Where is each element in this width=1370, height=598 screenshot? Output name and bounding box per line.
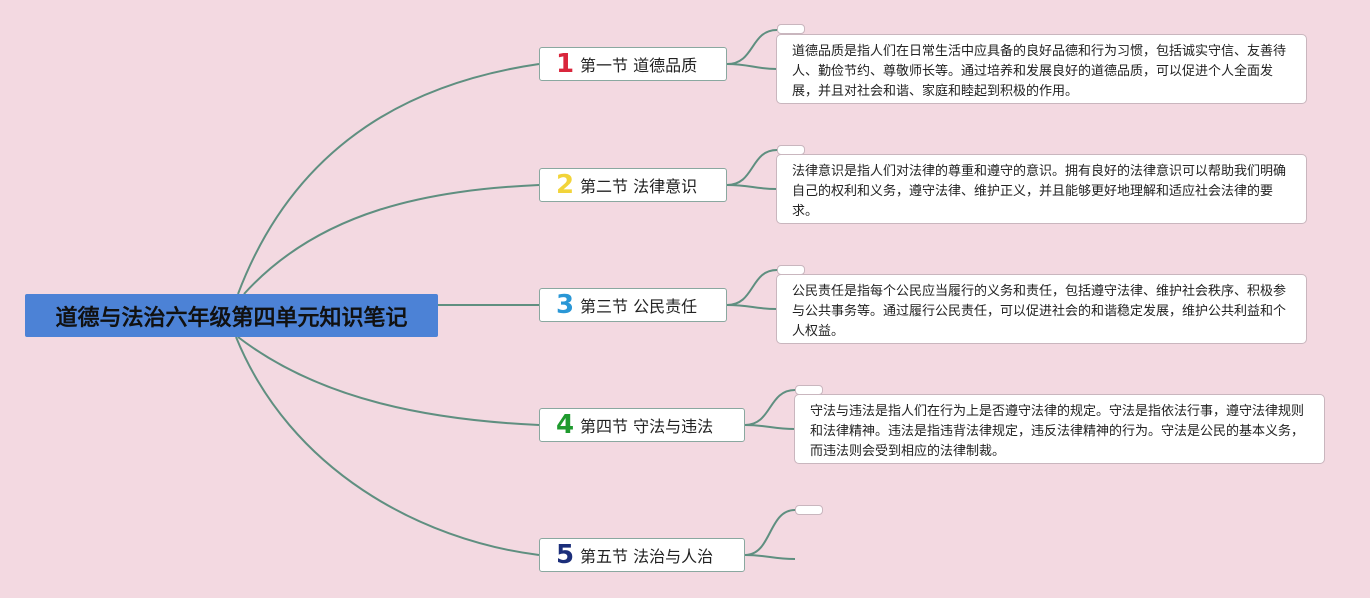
- topic-number: 4: [556, 410, 575, 440]
- root-topic[interactable]: 道德与法治六年级第四单元知识笔记: [25, 294, 438, 337]
- note-text: 法律意识是指人们对法律的尊重和遵守的意识。拥有良好的法律意识可以帮助我们明确自己…: [792, 164, 1287, 219]
- note-2[interactable]: 法律意识是指人们对法律的尊重和遵守的意识。拥有良好的法律意识可以帮助我们明确自己…: [776, 154, 1307, 224]
- note-link-4b: [744, 424, 796, 430]
- topic-number: 5: [556, 540, 575, 570]
- branch-line-2: [243, 184, 540, 295]
- topic-label: 第一节 道德品质: [580, 56, 698, 75]
- topic-number: 1: [556, 49, 575, 79]
- note-link-2b: [726, 184, 778, 190]
- note-link-1b: [726, 63, 778, 70]
- note-text: 守法与违法是指人们在行为上是否遵守法律的规定。守法是指依法行事，遵守法律规则和法…: [810, 404, 1305, 459]
- note-text: 道德品质是指人们在日常生活中应具备的良好品德和行为习惯，包括诚实守信、友善待人、…: [792, 44, 1287, 99]
- note-link-4a: [744, 389, 796, 426]
- note-link-1a: [726, 29, 778, 65]
- topic-label: 第四节 守法与违法: [580, 417, 714, 436]
- topic-3[interactable]: 3 第三节 公民责任: [539, 288, 727, 322]
- note-link-5a: [744, 509, 796, 556]
- note-4[interactable]: 守法与违法是指人们在行为上是否遵守法律的规定。守法是指依法行事，遵守法律规则和法…: [794, 394, 1325, 464]
- note-3[interactable]: 公民责任是指每个公民应当履行的义务和责任，包括遵守法律、维护社会秩序、积极参与公…: [776, 274, 1307, 344]
- topic-1[interactable]: 1 第一节 道德品质: [539, 47, 727, 81]
- topic-label: 第三节 公民责任: [580, 297, 698, 316]
- topic-number: 3: [556, 290, 575, 320]
- note-tab[interactable]: [777, 24, 805, 34]
- branch-line-4: [237, 336, 540, 426]
- branch-line-1: [237, 63, 540, 295]
- topic-4[interactable]: 4 第四节 守法与违法: [539, 408, 745, 442]
- note-link-2a: [726, 149, 778, 186]
- branch-line-5: [235, 336, 540, 556]
- topic-label: 第五节 法治与人治: [580, 547, 714, 566]
- note-tab[interactable]: [795, 505, 823, 515]
- note-1[interactable]: 道德品质是指人们在日常生活中应具备的良好品德和行为习惯，包括诚实守信、友善待人、…: [776, 34, 1307, 104]
- note-link-3a: [726, 269, 778, 306]
- topic-label: 第二节 法律意识: [580, 177, 698, 196]
- topic-2[interactable]: 2 第二节 法律意识: [539, 168, 727, 202]
- topic-5[interactable]: 5 第五节 法治与人治: [539, 538, 745, 572]
- note-text: 公民责任是指每个公民应当履行的义务和责任，包括遵守法律、维护社会秩序、积极参与公…: [792, 284, 1287, 339]
- note-link-3b: [726, 304, 778, 310]
- note-link-5b: [744, 554, 796, 560]
- topic-number: 2: [556, 170, 575, 200]
- root-title: 道德与法治六年级第四单元知识笔记: [55, 305, 408, 331]
